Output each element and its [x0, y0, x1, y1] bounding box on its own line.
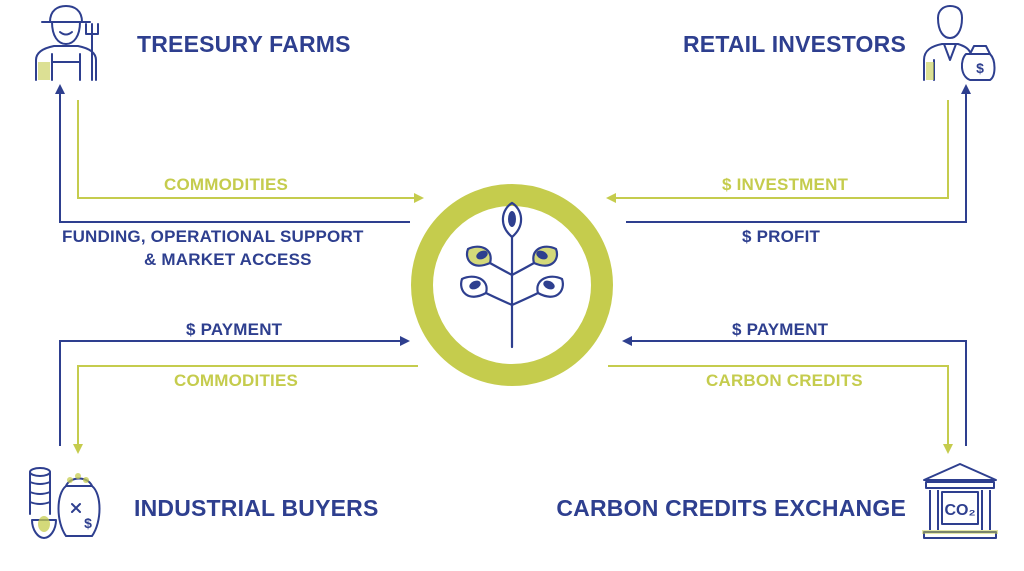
flow-label-exchange-payment: $ PAYMENT	[732, 320, 829, 339]
flow-label-buyers-payment: $ PAYMENT	[186, 320, 283, 339]
node-title-treesury-farms: TREESURY FARMS	[137, 31, 351, 57]
arrow-farms-funding	[55, 84, 410, 223]
node-title-retail-investors: RETAIL INVESTORS	[682, 31, 906, 57]
node-title-carbon-credits-exchange: CARBON CREDITS EXCHANGE	[556, 495, 906, 521]
flow-label-farms-commodities: COMMODITIES	[164, 175, 289, 194]
flow-label-farms-funding-1: FUNDING, OPERATIONAL SUPPORT	[62, 227, 364, 246]
svg-text:$: $	[976, 60, 984, 76]
farmer-icon	[35, 5, 99, 81]
node-title-industrial-buyers: INDUSTRIAL BUYERS	[134, 495, 379, 521]
arrow-farms-commodities	[77, 100, 424, 203]
arrow-investors-profit	[626, 84, 971, 223]
arrow-investors-investment	[606, 100, 949, 203]
arrow-exchange-payment	[622, 336, 967, 446]
co2-icon-text: CO₂	[944, 502, 975, 519]
svg-text:$: $	[84, 515, 92, 531]
flow-label-investors-profit: $ PROFIT	[742, 227, 821, 246]
arrow-buyers-payment	[59, 336, 410, 446]
exchange-building-icon: CO₂	[922, 463, 998, 539]
investor-icon: $	[923, 5, 996, 81]
arrow-exchange-credits	[608, 365, 953, 454]
flow-label-investors-investment: $ INVESTMENT	[722, 175, 849, 194]
arrow-buyers-commodities	[73, 365, 418, 454]
commodities-sacks-icon: $	[29, 467, 101, 539]
flow-label-buyers-commodities: COMMODITIES	[174, 371, 299, 390]
plant-icon	[411, 184, 613, 386]
flow-label-exchange-credits: CARBON CREDITS	[706, 371, 863, 390]
flow-label-farms-funding-2: & MARKET ACCESS	[144, 250, 312, 269]
